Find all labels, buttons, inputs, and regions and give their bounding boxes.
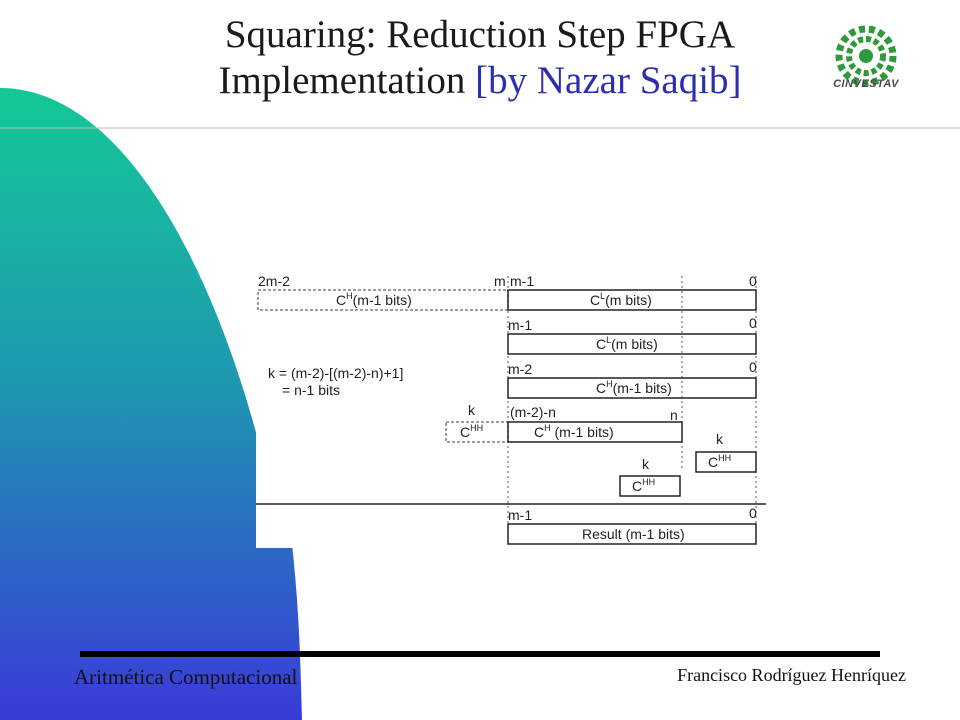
row1-ch-label: CH(m-1 bits) bbox=[336, 291, 412, 308]
result-msb: m-1 bbox=[508, 507, 532, 523]
result-lsb: 0 bbox=[749, 505, 757, 521]
row1-right-msb: m-1 bbox=[510, 273, 534, 289]
row1-left-msb: 2m-2 bbox=[258, 273, 290, 289]
reduction-diagram: 2m-2 m m-1 0 CH(m-1 bits) CL(m bits) m-1… bbox=[256, 262, 766, 548]
row4-ch-box bbox=[507, 421, 683, 443]
chh-right-k-label: k bbox=[716, 431, 724, 447]
row3-ch-box bbox=[507, 377, 757, 399]
row4-k-label: k bbox=[468, 402, 476, 418]
row4-msb: (m-2)-n bbox=[510, 404, 556, 420]
row4-ch-label: CH (m-1 bits) bbox=[534, 423, 614, 440]
cinvestav-logo-icon bbox=[835, 25, 897, 87]
formula-line-2: = n-1 bits bbox=[282, 382, 340, 398]
footer-author: Francisco Rodríguez Henríquez bbox=[677, 665, 906, 685]
row4-chh-label: CHH bbox=[460, 423, 483, 440]
row1-cl-box bbox=[507, 289, 757, 311]
gradient-wedge bbox=[0, 88, 302, 720]
row4-n-label: n bbox=[670, 407, 678, 423]
row3-msb: m-2 bbox=[508, 361, 532, 377]
row2-cl-label: CL(m bits) bbox=[596, 335, 658, 352]
footer-course: Aritmética Computacional bbox=[74, 665, 298, 689]
formula-line-1: k = (m-2)-[(m-2)-n)+1] bbox=[268, 365, 403, 381]
title-line-2: Implementation [by Nazar Saqib] bbox=[150, 58, 810, 104]
row2-cl-box bbox=[507, 333, 757, 355]
row1-lsb: 0 bbox=[749, 273, 757, 289]
result-box bbox=[507, 523, 757, 545]
result-label: Result (m-1 bits) bbox=[582, 526, 685, 542]
chh-right-label: CHH bbox=[708, 453, 731, 470]
slide-title: Squaring: Reduction Step FPGA Implementa… bbox=[150, 12, 810, 104]
title-line-2-accent: [by Nazar Saqib] bbox=[475, 59, 742, 102]
chh-mid-label: CHH bbox=[632, 477, 655, 494]
row3-lsb: 0 bbox=[749, 359, 757, 375]
logo-text: CINVESTAV bbox=[833, 78, 899, 90]
row3-ch-label: CH(m-1 bits) bbox=[596, 379, 672, 396]
row1-cl-label: CL(m bits) bbox=[590, 291, 652, 308]
row1-mid-label: m bbox=[494, 273, 506, 289]
title-line-1: Squaring: Reduction Step FPGA bbox=[224, 13, 736, 56]
chh-right-box bbox=[695, 451, 757, 473]
chh-mid-box bbox=[619, 475, 681, 497]
chh-mid-k-label: k bbox=[642, 456, 650, 472]
row2-lsb: 0 bbox=[749, 315, 757, 331]
row2-msb: m-1 bbox=[508, 317, 532, 333]
title-line-2-main: Implementation bbox=[218, 59, 466, 102]
